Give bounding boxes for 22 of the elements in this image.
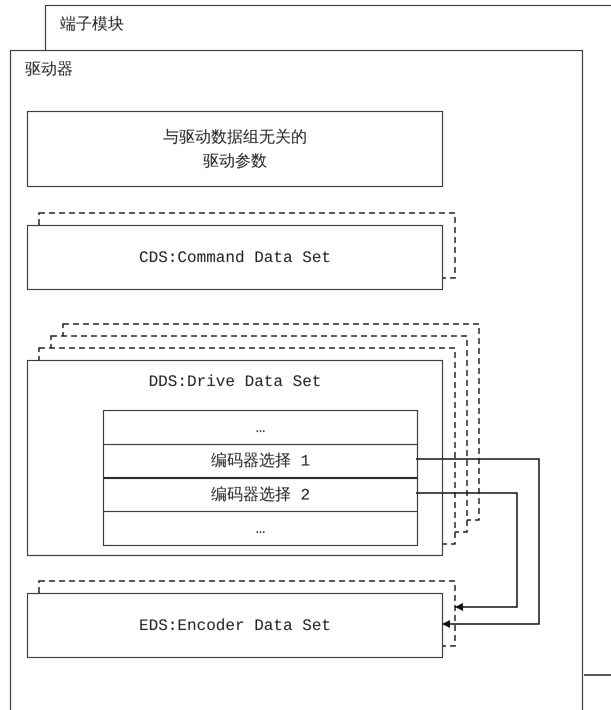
node-label: EDS:Encoder Data Set — [138, 616, 332, 634]
box — [27, 593, 443, 658]
table-row — [103, 511, 418, 546]
table-row — [103, 444, 418, 478]
group-title: 端子模块 — [60, 14, 124, 35]
node-label: 编码器选择 1 — [210, 451, 310, 472]
node-label: CDS:Command Data Set — [138, 248, 332, 266]
container-box — [45, 5, 611, 51]
connector-arrow — [416, 458, 540, 628]
group-box — [27, 360, 443, 556]
container-box — [10, 50, 583, 710]
node-label: … — [256, 520, 266, 538]
node-label: 与驱动数据组无关的驱动参数 — [162, 126, 308, 172]
connector-arrow — [416, 492, 518, 611]
group-title: DDS:Drive Data Set — [148, 373, 322, 391]
group-title: 驱动器 — [25, 59, 73, 80]
table-row — [103, 410, 418, 445]
table-row — [103, 478, 418, 512]
node-label: … — [256, 418, 266, 436]
node-label: 编码器选择 2 — [210, 485, 310, 506]
box — [27, 111, 443, 187]
box — [27, 225, 443, 290]
